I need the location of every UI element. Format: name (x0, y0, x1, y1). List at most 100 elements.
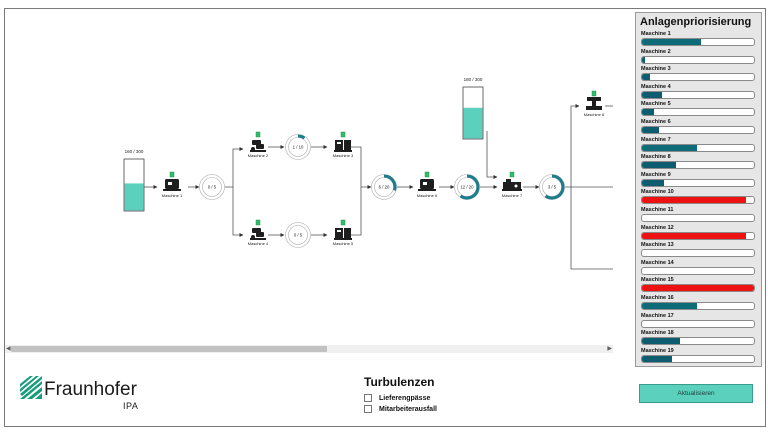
robot-machine-icon (250, 140, 266, 152)
status-light-icon (340, 219, 346, 226)
machine-label: Maschine 5 (333, 241, 354, 246)
priority-slider[interactable] (641, 161, 755, 170)
buffer-ring-inner (288, 225, 308, 245)
priority-row-label: Maschine 5 (641, 101, 671, 108)
priority-slider-fill (642, 338, 681, 345)
priority-slider[interactable] (641, 337, 755, 346)
priority-slider[interactable] (641, 354, 755, 363)
buffer-label: 12 / 20 (460, 185, 474, 190)
priority-slider[interactable] (641, 38, 755, 46)
buffer-gauge[interactable]: 6 / 20 (371, 174, 397, 200)
buffer-gauge[interactable]: 3 / 5 (539, 174, 565, 200)
checkbox-box[interactable] (364, 405, 372, 413)
priority-row: Maschine 5 (641, 101, 755, 117)
storage-tank[interactable]: 180 / 300 (462, 77, 484, 140)
machine-7[interactable]: Maschine 7 (502, 171, 523, 198)
tank-fill (463, 107, 483, 139)
priority-slider-fill (642, 39, 702, 45)
checkbox-staff-outage[interactable]: Mitarbeiterausfall (364, 405, 437, 413)
priority-slider[interactable] (641, 90, 755, 99)
machine-label: Maschine 3 (333, 153, 354, 158)
buffer-gauge[interactable]: 12 / 20 (454, 174, 480, 200)
priority-slider-fill (642, 162, 676, 169)
priority-slider[interactable] (641, 196, 755, 205)
status-light-icon (424, 171, 430, 178)
machine-label: Maschine 7 (502, 193, 523, 198)
horizontal-scrollbar[interactable]: ◀ ▶ (5, 345, 613, 353)
priority-row: Maschine 17 (641, 313, 755, 328)
tank-fill (124, 183, 144, 211)
checkbox-supply-shortage[interactable]: Lieferengpässe (364, 394, 430, 402)
priority-row-label: Maschine 4 (641, 83, 671, 90)
machine-8[interactable]: Maschine 8 (584, 90, 605, 117)
storage-tank[interactable]: 160 / 300 (123, 149, 145, 212)
tank-label: 160 / 300 (125, 149, 144, 154)
machine-3[interactable]: Maschine 3 (333, 131, 354, 158)
priority-slider[interactable] (641, 143, 755, 152)
scroll-right-icon[interactable]: ▶ (607, 346, 612, 352)
machine-1[interactable]: Maschine 1 (162, 171, 183, 198)
priority-row: Maschine 10 (641, 189, 755, 205)
priority-row-label: Maschine 8 (641, 154, 671, 161)
priority-slider-fill (642, 74, 650, 81)
priority-slider[interactable] (641, 108, 755, 117)
machine-2[interactable]: Maschine 2 (248, 131, 269, 158)
machine-label: Maschine 4 (248, 241, 269, 246)
scroll-left-icon[interactable]: ◀ (6, 346, 11, 352)
machine-label: Maschine 8 (584, 112, 605, 117)
priority-row: Maschine 18 (641, 330, 755, 346)
buffer-gauge[interactable]: 0 / 5 (285, 222, 311, 248)
buffer-label: 6 / 20 (379, 185, 390, 190)
priority-slider-fill (642, 109, 655, 116)
status-light-icon (255, 131, 261, 138)
priority-slider[interactable] (641, 231, 755, 240)
priority-row-label: Maschine 7 (641, 136, 671, 143)
priority-row-label: Maschine 17 (641, 312, 674, 319)
priority-slider[interactable] (641, 126, 755, 134)
buffer-label: 0 / 5 (208, 185, 217, 190)
checkbox-box[interactable] (364, 394, 372, 402)
buffer-gauge[interactable]: 1 / 10 (285, 134, 311, 160)
status-light-icon (255, 219, 261, 226)
priority-slider[interactable] (641, 249, 755, 258)
priority-row: Maschine 11 (641, 207, 755, 222)
priority-slider[interactable] (641, 73, 755, 82)
priority-row-label: Maschine 13 (641, 242, 674, 249)
process-canvas[interactable]: 160 / 300 180 / 300 Maschine 1 Maschine 2 M… (5, 9, 613, 346)
priority-slider[interactable] (641, 284, 755, 293)
priority-row: Maschine 12 (641, 225, 755, 240)
priority-slider[interactable] (641, 55, 755, 64)
priority-slider-fill (642, 56, 646, 63)
update-button[interactable]: Aktualisieren (639, 384, 753, 403)
priority-slider[interactable] (641, 319, 755, 328)
priority-slider[interactable] (641, 178, 755, 187)
buffer-label: 0 / 5 (294, 233, 303, 238)
priority-row-label: Maschine 1 (641, 31, 671, 37)
priority-row-label: Maschine 9 (641, 171, 671, 178)
priority-row: Maschine 2 (641, 49, 755, 64)
press-machine-icon (163, 179, 181, 191)
priority-row: Maschine 3 (641, 66, 755, 82)
buffer-gauge[interactable]: 0 / 5 (199, 174, 225, 200)
priority-slider[interactable] (641, 266, 755, 275)
priority-row: Maschine 19 (641, 348, 755, 363)
machine-5[interactable]: Maschine 5 (333, 219, 354, 246)
scrollbar-thumb[interactable] (11, 346, 327, 352)
machine-4[interactable]: Maschine 4 (248, 219, 269, 246)
priority-slider[interactable] (641, 214, 755, 222)
status-light-icon (340, 131, 346, 138)
priority-slider-fill (642, 127, 659, 133)
cnc-machine-icon (334, 140, 352, 152)
machine-6[interactable]: Maschine 6 (417, 171, 438, 198)
machine-label: Maschine 2 (248, 153, 269, 158)
priority-slider[interactable] (641, 302, 755, 310)
process-flow-diagram: 160 / 300 180 / 300 Maschine 1 Maschine 2 M… (123, 77, 613, 270)
priority-slider-fill (642, 355, 673, 362)
buffer-level-arc (459, 174, 480, 200)
cnc-machine-icon (334, 228, 352, 240)
mill-machine-icon (586, 97, 602, 110)
machine-label: Maschine 1 (162, 193, 183, 198)
robot-machine-icon (250, 228, 266, 240)
priority-row-label: Maschine 18 (641, 330, 674, 337)
